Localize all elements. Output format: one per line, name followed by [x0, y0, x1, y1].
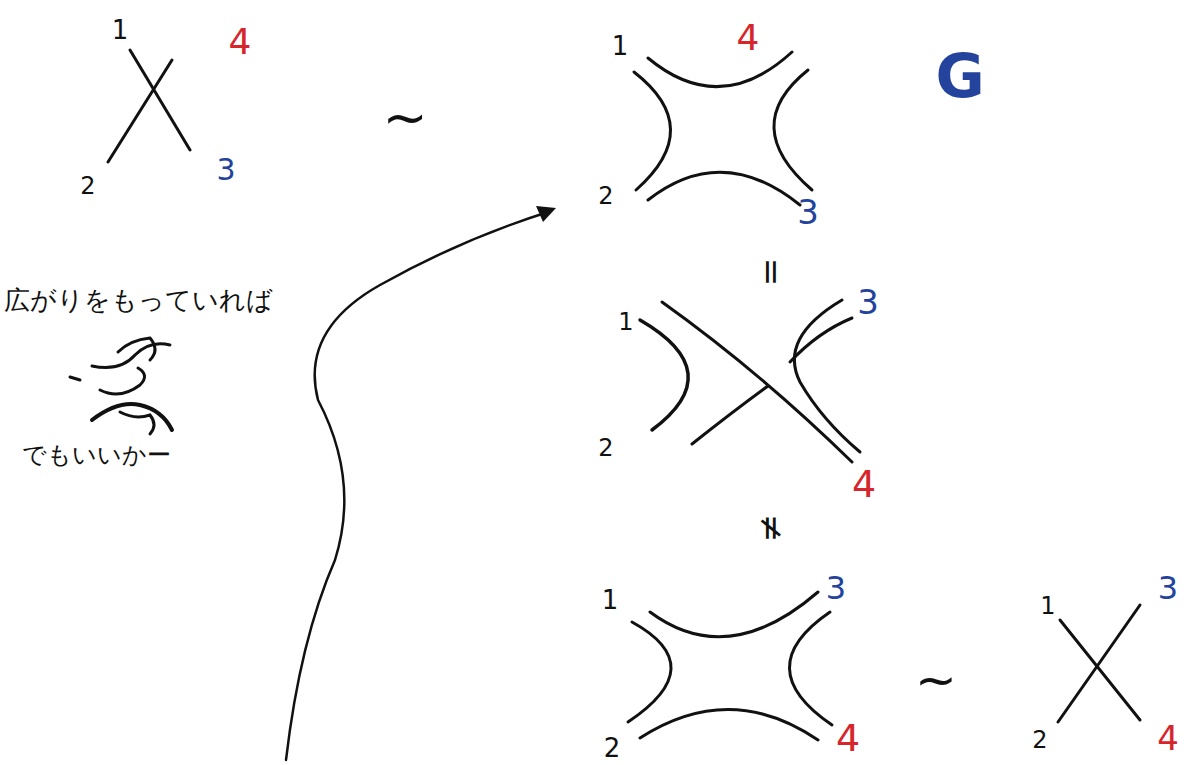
leg-number: 3 — [857, 285, 879, 319]
equal-sign: = — [755, 258, 789, 287]
sketch-line — [70, 377, 80, 380]
leg-number: 1 — [1040, 594, 1055, 618]
sketch-line — [120, 412, 154, 434]
ribbon-line — [790, 318, 852, 362]
leg-number: 4 — [836, 719, 860, 757]
similar-sign: ~ — [382, 91, 427, 145]
note-text: でもいいかー — [22, 443, 171, 467]
leg-number: 3 — [826, 572, 846, 604]
sketch-line — [92, 344, 170, 368]
ribbon-line — [789, 612, 832, 725]
ribbon-line — [634, 72, 671, 190]
ribbon-line — [662, 302, 852, 462]
leg-number: 2 — [1032, 728, 1047, 752]
leg-number: 2 — [598, 436, 613, 460]
ribbon-line — [648, 172, 800, 205]
factor-letter: G — [935, 46, 984, 106]
arrow-head — [536, 206, 556, 222]
leg-number: 2 — [604, 735, 621, 761]
ribbon-line — [692, 386, 768, 444]
sketch-line — [100, 368, 145, 394]
similar-sign: ~ — [915, 655, 957, 705]
leg-number: 1 — [112, 17, 129, 43]
leg-number: 4 — [737, 20, 760, 56]
vertex-line — [1060, 620, 1140, 720]
vertex-line — [1058, 605, 1140, 722]
not-equal-sign: ≠ — [755, 514, 789, 543]
leg-number: 1 — [618, 310, 633, 334]
vertex-line — [130, 50, 190, 150]
ribbon-line — [648, 52, 792, 87]
vertex-line — [108, 60, 172, 162]
leg-number: 4 — [1157, 721, 1179, 755]
ribbon-line — [640, 709, 818, 740]
leg-number: 3 — [1158, 572, 1178, 604]
ribbon-line — [640, 320, 688, 430]
leg-number: 1 — [612, 33, 629, 59]
ribbon-line — [650, 592, 818, 637]
sketch-line — [118, 338, 155, 360]
leg-number: 3 — [216, 155, 235, 185]
ribbon-line — [628, 622, 671, 722]
leg-number: 2 — [598, 184, 613, 208]
ribbon-line — [794, 300, 860, 452]
leg-number: 4 — [852, 465, 876, 503]
ribbon-line — [774, 70, 812, 190]
arrow-line — [286, 212, 548, 760]
leg-number: 3 — [797, 195, 819, 229]
leg-number: 1 — [602, 587, 619, 613]
leg-number: 2 — [80, 174, 95, 198]
note-text: 広がりをもっていれば — [4, 287, 273, 313]
leg-number: 4 — [229, 24, 252, 60]
